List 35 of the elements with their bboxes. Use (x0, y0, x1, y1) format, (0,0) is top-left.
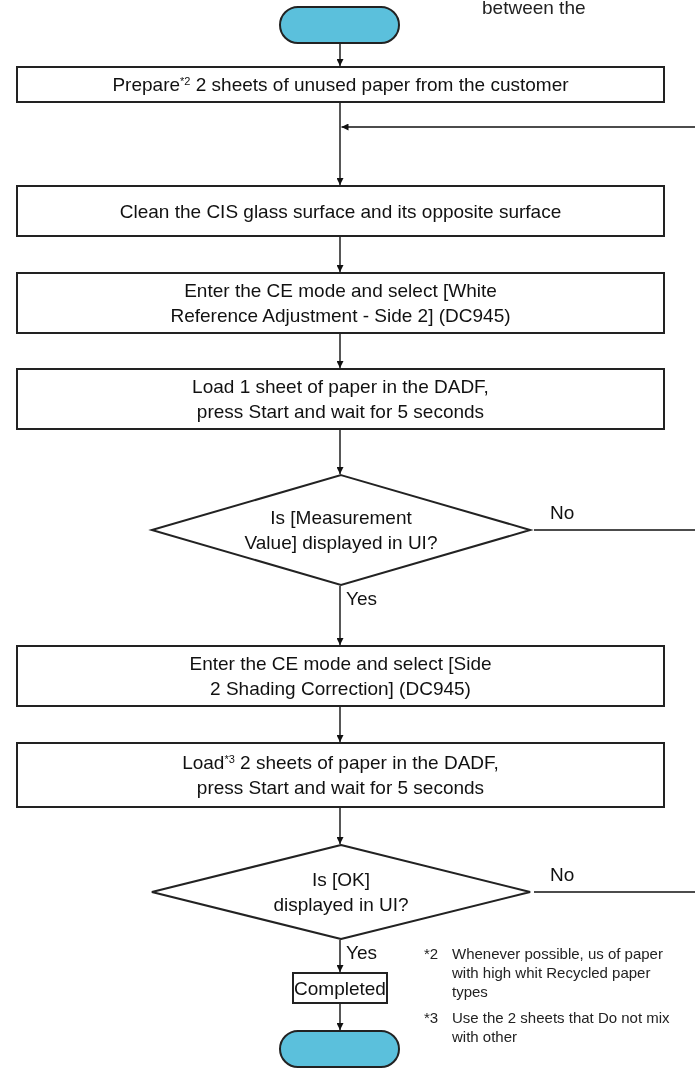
arrow (336, 43, 344, 67)
arrow (336, 807, 344, 845)
arrow (336, 102, 344, 186)
arrow (336, 939, 344, 973)
arrow (336, 585, 344, 646)
step-text: Enter the CE mode and select [White Reference Adjustment - Side 2] (DC945) (169, 279, 512, 328)
process-box (16, 272, 665, 334)
arrow (336, 706, 344, 743)
terminal-shape (279, 6, 400, 44)
step-text: Load 1 sheet of paper in the DADF, press Start and wait for 5 seconds (191, 375, 490, 424)
note-text: Whenever possible, us of paper with high whit Recycled paper types (452, 944, 664, 1001)
arrow (336, 333, 344, 369)
step-text: Prepare$^{*2}$ 2 sheets of unused paper from the customer (112, 73, 569, 97)
arrow (336, 236, 344, 273)
heading-fragment: between the (482, 0, 586, 17)
arrow (336, 429, 344, 475)
connector-line (533, 891, 695, 893)
terminal-shape (279, 1030, 400, 1068)
process-box (16, 742, 665, 808)
step-text: Completed (294, 976, 386, 1001)
footnote-marker: *2 (424, 944, 439, 963)
process-box (16, 185, 665, 237)
process-box (16, 368, 665, 430)
step-text: Clean the CIS glass surface and its opposite surface (119, 199, 562, 224)
arrow (340, 123, 695, 131)
step-text: Is [Measurement Value] displayed in UI? (243, 506, 439, 555)
arrow (336, 1003, 344, 1031)
process-box (16, 645, 665, 707)
connector-line (533, 529, 695, 531)
step-text: Load$^{*3}$ 2 sheets of paper in the DADF, press Start and wait for 5 seconds (181, 751, 500, 800)
step-text: Enter the CE mode and select [Side 2 Shading Correction] (DC945) (188, 652, 493, 701)
process-box (16, 66, 665, 103)
footnote-marker: *3 (424, 1008, 439, 1027)
note-text: Use the 2 sheets that Do not mix with other (452, 1008, 671, 1046)
step-text: Is [OK] displayed in UI? (272, 868, 410, 917)
